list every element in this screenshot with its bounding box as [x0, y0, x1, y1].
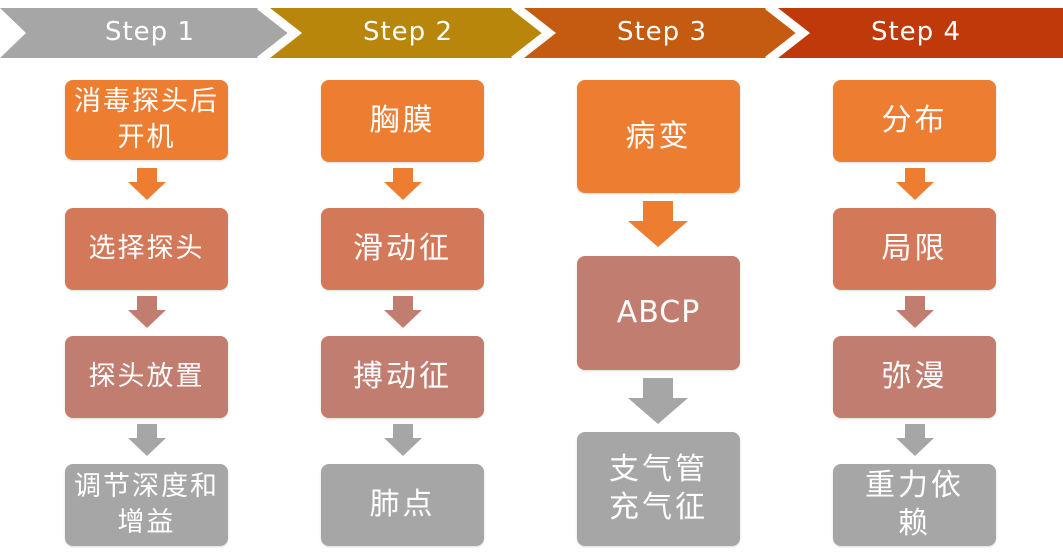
- steps-banner: Step 1 Step 2 Step 3 Step 4: [0, 0, 1063, 65]
- col3-box-1: 病变: [577, 80, 740, 193]
- col1-arrow-2-icon: [128, 296, 166, 328]
- step-2-chevron: [270, 8, 544, 58]
- step-4-chevron: [778, 8, 1063, 58]
- col4-arrow-2-icon: [896, 296, 934, 328]
- step-3-label: Step 3: [616, 17, 707, 47]
- col2-box-2: 滑动征: [321, 208, 484, 290]
- col1-arrow-3-icon: [128, 424, 166, 456]
- step-1-label: Step 1: [104, 17, 195, 47]
- col1-arrow-1-icon: [128, 168, 166, 200]
- col1-box-1: 消毒探头后开机: [65, 80, 228, 160]
- col3-box-2: ABCP: [577, 256, 740, 370]
- col2-box-4: 肺点: [321, 464, 484, 546]
- col3-arrow-2-icon: [628, 378, 688, 424]
- step-1-chevron: [0, 8, 290, 58]
- col3-arrow-1-icon: [628, 201, 688, 247]
- col2-box-3: 搏动征: [321, 336, 484, 418]
- col2-arrow-1-icon: [384, 168, 422, 200]
- col4-arrow-3-icon: [896, 424, 934, 456]
- col4-box-1: 分布: [833, 80, 996, 162]
- col2-box-1: 胸膜: [321, 80, 484, 162]
- col1-box-2: 选择探头: [65, 208, 228, 290]
- col4-arrow-1-icon: [896, 168, 934, 200]
- col4-box-4: 重力依赖: [833, 464, 996, 546]
- col3-box-3: 支气管充气征: [577, 432, 740, 546]
- col4-box-2: 局限: [833, 208, 996, 290]
- step-4-label: Step 4: [870, 17, 961, 47]
- col1-box-3: 探头放置: [65, 336, 228, 418]
- col4-box-3: 弥漫: [833, 336, 996, 418]
- col1-box-4: 调节深度和增益: [65, 464, 228, 546]
- col2-arrow-2-icon: [384, 296, 422, 328]
- col2-arrow-3-icon: [384, 424, 422, 456]
- step-3-chevron: [524, 8, 798, 58]
- banner-chevrons: [0, 6, 1063, 60]
- step-2-label: Step 2: [362, 17, 453, 47]
